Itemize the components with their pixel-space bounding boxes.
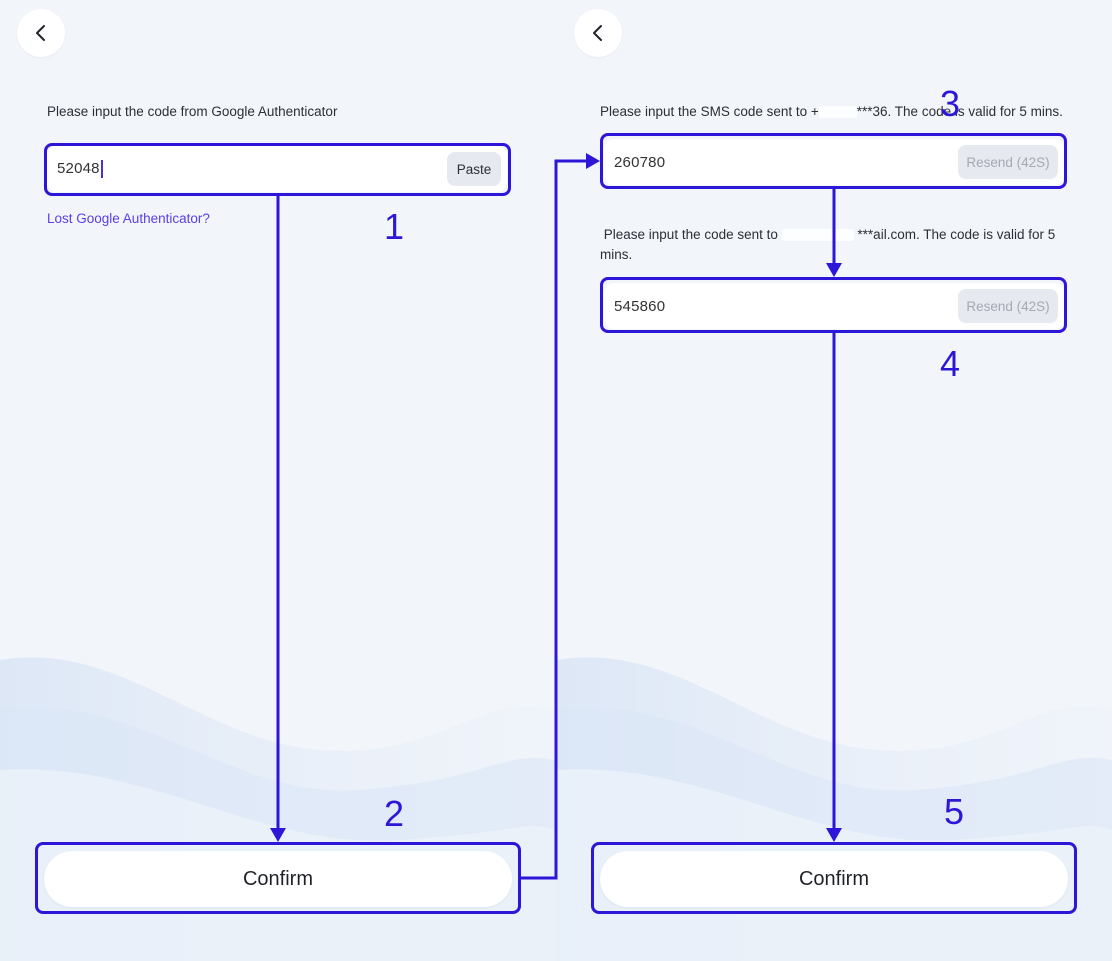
confirm-button[interactable]: Confirm [600,851,1068,907]
authenticator-code-input[interactable]: 52048 Paste [47,146,507,192]
paste-button[interactable]: Paste [447,152,501,186]
sms-prompt-prefix: Please input the SMS code sent to + [600,104,819,119]
authenticator-prompt: Please input the code from Google Authen… [47,104,338,119]
email-prompt-prefix: Please input the code sent to [603,227,778,242]
step-number-1: 1 [384,206,405,247]
lost-authenticator-link[interactable]: Lost Google Authenticator? [47,211,210,226]
step-number-3: 3 [940,83,961,124]
authenticator-code-value: 52048 [57,160,100,178]
confirm-button[interactable]: Confirm [44,851,512,907]
sms-resend-button[interactable]: Resend (42S) [958,145,1058,179]
chevron-left-icon [36,25,45,41]
email-code-value: 545860 [614,297,666,315]
email-prompt-line2: mins. [600,247,633,262]
highlight-box-1 [44,143,511,196]
step-number-5: 5 [944,791,965,832]
sms-code-input[interactable]: 260780 Resend (42S) [604,139,1064,185]
email-code-input[interactable]: 545860 Resend (42S) [604,283,1064,329]
highlight-box-4 [600,277,1067,333]
sms-prompt: Please input the SMS code sent to + ***36… [600,102,1063,122]
text-cursor [100,159,103,178]
redacted-email [781,229,854,242]
step-number-4: 4 [940,343,961,384]
highlight-box-3 [600,133,1067,189]
email-resend-button[interactable]: Resend (42S) [958,289,1058,323]
highlight-box-2 [35,842,521,914]
authenticator-screen: Please input the code from Google Authen… [0,9,556,961]
back-button[interactable] [17,9,65,57]
redacted-phone [818,106,857,119]
chevron-left-icon [593,25,602,41]
back-button[interactable] [574,9,622,57]
email-prompt-suffix: ***ail.com. The code is valid for 5 [857,227,1056,242]
email-prompt: Please input the code sent to ***ail.com… [600,225,1068,265]
sms-code-value: 260780 [614,153,666,171]
sms-prompt-suffix: ***36. The code is valid for 5 mins. [856,104,1063,119]
highlight-box-5 [591,842,1077,914]
step-number-2: 2 [384,793,405,834]
